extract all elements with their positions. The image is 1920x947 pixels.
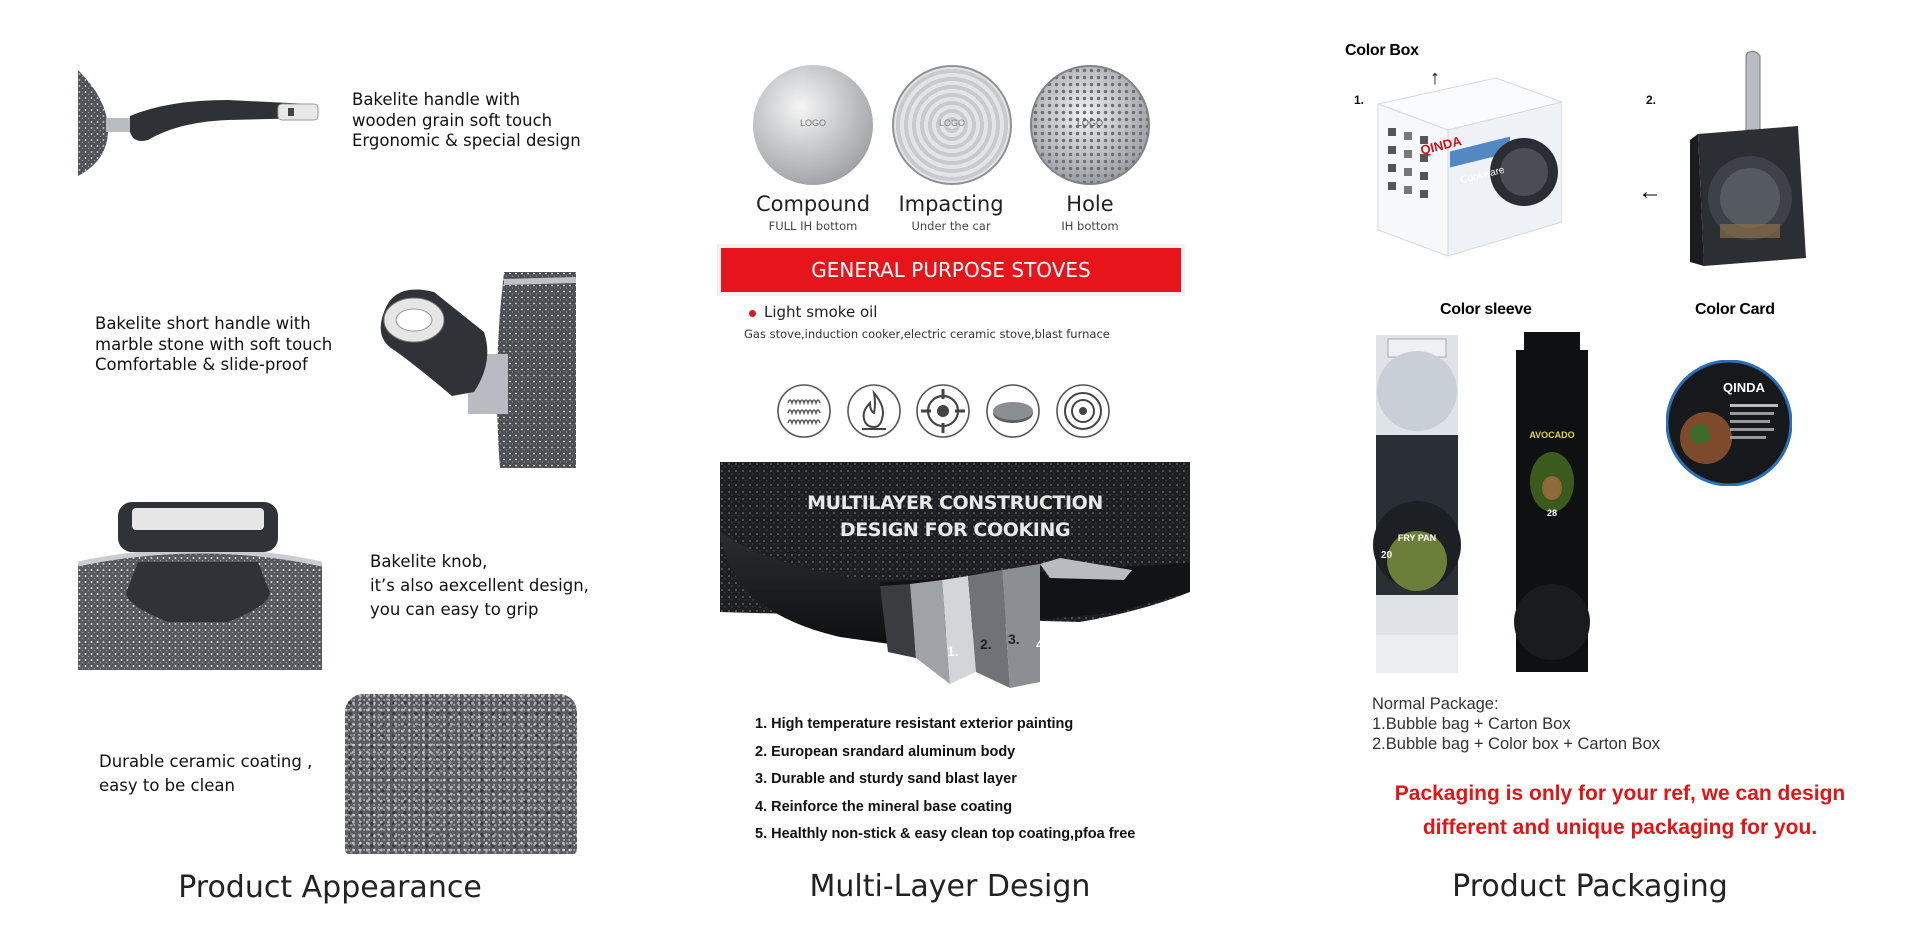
disc-hole-logo: LOGO [1076, 118, 1103, 128]
layer-item: 3. Durable and sturdy sand blast layer [755, 771, 1017, 788]
feature-text-knob: Bakelite knob, it’s also aexcellent desi… [370, 552, 589, 619]
smoke-bullet [749, 310, 756, 317]
normal-package-item-2: 2.Bubble bag + Color box + Carton Box [1372, 735, 1661, 753]
stoves-text: Gas stove,induction cooker,electric cera… [744, 327, 1110, 341]
card-brand: QINDA [1723, 380, 1765, 395]
sleeve2-size: 28 [1546, 508, 1557, 518]
bottom-sub-compound: FULL IH bottom [768, 219, 858, 233]
layer-item: 4. Reinforce the mineral base coating [755, 798, 1013, 815]
color-card-label: Color Card [1695, 301, 1775, 318]
disc-compound [753, 65, 873, 185]
construction-title-1: MULTILAYER CONSTRUCTION [807, 492, 1103, 514]
color-box-label: Color Box [1345, 42, 1419, 59]
bottom-label-hole: Hole [1066, 192, 1114, 216]
sleeve1-size: 20 [1381, 550, 1393, 561]
layer-number-1: 1. [947, 643, 959, 659]
packaging-note-line-2: different and unique packaging for you. [1422, 816, 1818, 839]
induction-icon [1056, 384, 1110, 438]
color-sleeve-1-image [1373, 335, 1461, 673]
normal-package-heading: Normal Package: [1372, 695, 1499, 713]
num-2: 2. [1646, 93, 1657, 107]
layer-item: 5. Healthly non-stick & easy clean top c… [755, 826, 1136, 843]
construction-title-2: DESIGN FOR COOKING [839, 519, 1071, 541]
feature-text-short-handle: Bakelite short handle with marble stone … [95, 314, 333, 374]
disc-compound-logo: LOGO [799, 118, 826, 128]
packaging-note-line-1: Packaging is only for your ref, we can d… [1394, 782, 1846, 805]
multilayer-section: LOGO LOGO LOGO Compound FULL IH bottom I… [700, 0, 1220, 947]
bottom-sub-hole: IH bottom [1061, 219, 1119, 233]
normal-package-item-1: 1.Bubble bag + Carton Box [1372, 715, 1571, 733]
sleeve2-label: AVOCADO [1529, 430, 1575, 440]
stoves-banner [721, 248, 1181, 292]
color-box-image [1376, 77, 1562, 257]
bottom-label-compound: Compound [755, 192, 871, 216]
feature-text-handle: Bakelite handle with wooden grain soft t… [352, 90, 581, 150]
left-arrow: ← [1638, 178, 1662, 205]
flame-icon [847, 384, 901, 438]
layer-number-3: 3. [1008, 631, 1020, 647]
layer-item: 1. High temperature resistant exterior p… [755, 716, 1074, 732]
feature-text-coating: Durable ceramic coating , easy to be cle… [99, 752, 313, 795]
sleeve1-label: FRY PAN [1397, 533, 1437, 543]
disc-impacting-logo: LOGO [938, 118, 965, 128]
coating-surface-image [345, 694, 577, 854]
layer-number-5: 5. [1068, 648, 1080, 664]
coil-stove-icon [777, 384, 831, 438]
multilayer-construction-image [720, 462, 1190, 698]
stoves-banner-text: GENERAL PURPOSE STOVES [811, 258, 1091, 282]
disc-hole [1030, 65, 1150, 185]
disc-impacting [892, 65, 1012, 185]
appearance-section: Bakelite handle with wooden grain soft t… [0, 0, 620, 947]
layer-number-4: 4. [1036, 636, 1048, 652]
layer-list: 1. High temperature resistant exterior p… [755, 716, 1135, 854]
knob-lid-image [78, 502, 322, 670]
color-sleeve-2-image [1514, 332, 1590, 672]
long-handle-image [78, 70, 319, 176]
appearance-title: Product Appearance [178, 870, 482, 905]
bottom-label-impacting: Impacting [898, 192, 1004, 216]
gas-burner-icon [916, 384, 970, 438]
color-card-image [1666, 360, 1792, 486]
packaging-title: Product Packaging [1452, 869, 1728, 904]
smoke-text: Light smoke oil [764, 303, 878, 321]
packaging-section: Color Box ↑ 1. 2. QINDA Cookware ← Color… [1320, 0, 1920, 947]
up-arrow: ↑ [1430, 67, 1440, 89]
layer-item: 2. European srandard aluminum body [755, 743, 1016, 760]
layer-number-2: 2. [980, 636, 992, 652]
pan-box-image [1690, 51, 1806, 266]
num-1: 1. [1354, 93, 1365, 107]
short-handle-image [380, 272, 576, 468]
color-sleeve-label: Color sleeve [1440, 301, 1532, 318]
bottom-sub-impacting: Under the car [911, 219, 991, 233]
hotplate-icon [986, 384, 1040, 438]
multilayer-title: Multi-Layer Design [809, 869, 1091, 904]
